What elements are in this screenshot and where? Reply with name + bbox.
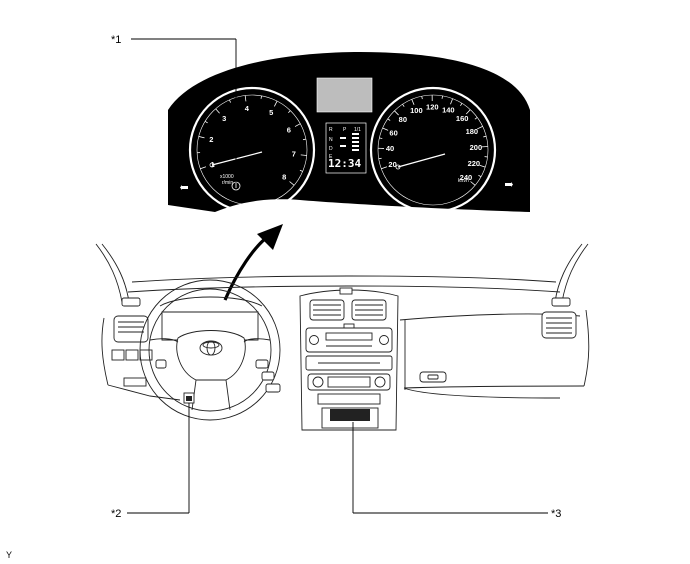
speedometer-tick [402,103,405,107]
speedometer-tick [483,135,487,138]
speedometer-tick [441,95,443,99]
speedometer-label: 100 [410,106,423,115]
speedometer-tick [379,137,383,139]
speedometer-label: 80 [399,115,407,124]
speedometer-label: 180 [466,127,479,136]
speedometer-label: 60 [389,128,397,137]
tachometer-tick [289,181,295,186]
tachometer-tick [273,100,278,107]
tachometer-tick [299,169,303,172]
right-turn-signal-icon [505,182,513,187]
tachometer-label: 2 [209,135,213,144]
tachometer-tick [288,110,291,114]
speedometer-tick [394,110,399,116]
callout-2: *2 [111,508,121,520]
callout-1: *1 [111,34,121,46]
tachometer-tick [215,108,220,114]
speedometer-inner-ring [377,94,489,206]
shift-mark-d: D [329,146,333,152]
tachometer-tick [200,166,207,170]
clock-display: 12:34 [328,157,361,170]
speedometer-label: 240 [460,173,473,182]
speedometer-tick [381,166,388,170]
speedometer-tick [387,118,391,121]
tachometer-label: 6 [287,125,291,134]
speedometer-ticks [378,95,488,186]
speedometer-tick [474,117,478,120]
tachometer-tick [204,120,208,124]
speedometer-needle [397,153,446,168]
fuel-gauge-bars [340,133,359,151]
speedometer-label: 20 [388,160,396,169]
speedometer-tick [460,103,463,107]
view-arrow [223,224,283,301]
dashboard-drawing [95,243,590,431]
tachometer-tick [260,95,262,99]
tachometer-label: 5 [269,108,273,117]
fuel-empty-mark: E [329,154,333,160]
center-display-panel [325,122,367,174]
connector-block [330,409,370,421]
tachometer-needle-hub [209,162,215,168]
shift-mark-r: R [329,127,333,133]
corner-mark: Y [6,550,12,560]
speedometer-outer-ring [369,86,497,214]
tachometer-tick [300,154,307,156]
multi-information-display [316,77,373,113]
tachometer-tick [294,123,301,127]
tachometer-tick [244,95,247,102]
tachometer-label: 8 [282,172,286,181]
fuel-full-mark: 1/1 [354,127,361,133]
speedometer-tick [479,164,486,168]
speedometer-label: 160 [456,114,469,123]
combination-meter-assembly: 12345678 x1000 r/min 2040608010012014016… [168,52,530,214]
speedometer-tick [465,109,471,115]
tachometer-tick [302,138,306,141]
speedometer-unit: km/h [458,178,469,184]
shift-mark-p: P [343,127,347,133]
speedometer-label: 220 [468,159,481,168]
tachometer-label: 7 [292,150,296,159]
tachometer-outer-ring [188,86,316,214]
speedometer-label: 140 [442,105,455,114]
speedometer-label: 40 [386,144,394,153]
tachometer-label: 3 [222,114,226,123]
left-turn-signal-icon [180,185,188,190]
speedometer-label: 200 [470,143,483,152]
tachometer-needle [211,151,263,166]
speedometer-tick [470,181,476,186]
speedometer-tick [382,127,389,131]
callout-leaders [127,38,548,514]
tachometer-tick [229,99,231,103]
tachometer-label: 4 [245,104,250,113]
speedometer-tick [478,174,482,178]
shift-mark-n: N [329,137,333,143]
speedometer-tick [411,99,415,105]
speedometer-label: 120 [426,103,439,112]
toyota-logo-icon [199,340,223,356]
speedometer-tick [477,126,483,130]
tachometer-ticks [197,95,307,186]
tachometer-unit-line2: r/min [222,180,233,186]
speedometer-tick [421,96,423,100]
speedometer-needle-hub [395,164,401,170]
tachometer-unit-line1: x1000 [220,174,234,180]
tachometer-tick [198,136,205,139]
speedometer-tick [450,98,454,105]
tachometer-inner-ring [196,94,308,206]
callout-3: *3 [551,508,561,520]
